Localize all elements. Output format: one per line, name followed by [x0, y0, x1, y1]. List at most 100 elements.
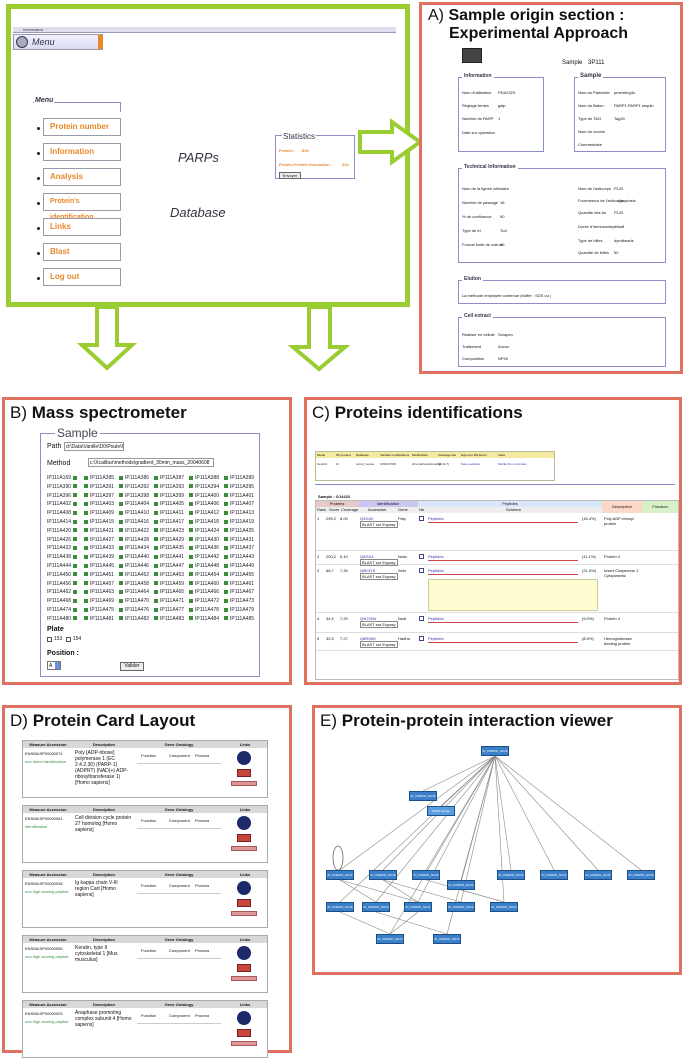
ms-file-entry[interactable]: IP111A429: [152, 537, 184, 543]
ms-file-entry[interactable]: IP111A471: [152, 598, 184, 604]
summary-cell[interactable]: Save peptides: [461, 462, 481, 466]
checkbox-checked-icon[interactable]: [189, 590, 193, 595]
ms-file-entry[interactable]: IP111A430: [187, 537, 219, 543]
expand-icon[interactable]: [419, 616, 424, 621]
checkbox-checked-icon[interactable]: [119, 554, 123, 559]
ms-file-entry[interactable]: IP111A421: [82, 528, 114, 534]
ms-file-entry[interactable]: IP111A450: [47, 572, 79, 578]
checkbox-checked-icon[interactable]: [224, 607, 228, 612]
string-link-icon[interactable]: [231, 911, 257, 916]
ppi-node[interactable]: SHCP kinase: [427, 806, 455, 816]
blast-button[interactable]: BLAST sur Expasy: [360, 559, 398, 566]
ms-file-entry[interactable]: IP111A480: [47, 616, 79, 622]
checkbox-checked-icon[interactable]: [189, 607, 193, 612]
ms-file-entry[interactable]: IP111A445: [82, 563, 114, 569]
ms-file-entry[interactable]: IP111A467: [222, 589, 254, 595]
ms-file-entry[interactable]: IP111A406: [187, 501, 219, 507]
checkbox-checked-icon[interactable]: [189, 616, 193, 621]
checkbox-checked-icon[interactable]: [84, 484, 88, 489]
menu-item-analysis[interactable]: Analysis: [43, 168, 121, 186]
checkbox-checked-icon[interactable]: [154, 581, 158, 586]
checkbox-checked-icon[interactable]: [119, 519, 123, 524]
checkbox-checked-icon[interactable]: [224, 554, 228, 559]
ms-file-entry[interactable]: IP111A397: [82, 493, 114, 499]
checkbox-checked-icon[interactable]: [73, 581, 78, 586]
checkbox-checked-icon[interactable]: [224, 537, 228, 542]
ms-file-entry[interactable]: IP111A435: [152, 545, 184, 551]
checkbox-checked-icon[interactable]: [224, 519, 228, 524]
ms-file-entry[interactable]: IP111A388: [187, 475, 219, 481]
checkbox-checked-icon[interactable]: [224, 510, 228, 515]
checkbox-checked-icon[interactable]: [224, 563, 228, 568]
ms-file-entry[interactable]: IP111A455: [222, 572, 254, 578]
ms-file-entry[interactable]: IP111A474: [47, 607, 79, 613]
ms-file-entry[interactable]: IP111A464: [117, 589, 149, 595]
checkbox-checked-icon[interactable]: [224, 528, 228, 533]
ms-file-entry[interactable]: IP111A424: [187, 528, 219, 534]
ms-file-entry[interactable]: IP111A411: [152, 510, 184, 516]
ppi-node[interactable]: ID_UNIRPA_GDJ8: [369, 870, 397, 880]
ms-file-entry[interactable]: IP111A387: [152, 475, 184, 481]
ms-file-entry[interactable]: IP111A436: [187, 545, 219, 551]
ms-file-entry[interactable]: IP111A476: [117, 607, 149, 613]
checkbox-checked-icon[interactable]: [154, 475, 158, 480]
checkbox-checked-icon[interactable]: [119, 528, 123, 533]
blast-button[interactable]: BLAST sur Expasy: [360, 521, 398, 528]
result-acc[interactable]: Q8JUI4: [360, 554, 374, 559]
ms-file-entry[interactable]: IP111A386: [117, 475, 149, 481]
peptides-toggle[interactable]: Peptides: [428, 568, 444, 573]
checkbox-checked-icon[interactable]: [189, 563, 193, 568]
ms-file-entry[interactable]: IP111A407: [222, 501, 254, 507]
ppi-node[interactable]: ID_UNIRPA_GDJ6: [627, 870, 655, 880]
ms-file-entry[interactable]: IP111A425: [222, 528, 254, 534]
ms-file-entry[interactable]: IP111A475: [82, 607, 114, 613]
plate-checkbox-153[interactable]: [47, 637, 52, 642]
ms-file-entry[interactable]: IP111A485: [222, 616, 254, 622]
position-select[interactable]: A: [47, 661, 61, 670]
ms-file-entry[interactable]: IP111A470: [117, 598, 149, 604]
checkbox-checked-icon[interactable]: [119, 510, 123, 515]
ms-file-entry[interactable]: IP111A453: [152, 572, 184, 578]
ms-file-entry[interactable]: IP111A400: [187, 493, 219, 499]
checkbox-checked-icon[interactable]: [119, 581, 123, 586]
peptides-toggle[interactable]: Peptides: [428, 636, 444, 641]
menu-item-information[interactable]: Information: [43, 143, 121, 161]
ms-file-entry[interactable]: IP111A466: [187, 589, 219, 595]
checkbox-checked-icon[interactable]: [73, 563, 78, 568]
checkbox-checked-icon[interactable]: [119, 607, 123, 612]
ms-file-entry[interactable]: IP111A451: [82, 572, 114, 578]
ms-file-entry[interactable]: IP111A426: [47, 537, 79, 543]
ms-file-entry[interactable]: IP111A391: [82, 484, 114, 490]
ms-file-entry[interactable]: IP111A432: [47, 545, 79, 551]
checkbox-checked-icon[interactable]: [154, 590, 158, 595]
checkbox-checked-icon[interactable]: [84, 616, 88, 621]
checkbox-checked-icon[interactable]: [189, 493, 193, 498]
checkbox-checked-icon[interactable]: [119, 537, 123, 542]
menu-item-blast[interactable]: Blast: [43, 243, 121, 261]
ms-file-entry[interactable]: IP111A441: [152, 554, 184, 560]
ms-file-entry[interactable]: IP111A472: [187, 598, 219, 604]
checkbox-checked-icon[interactable]: [84, 510, 88, 515]
database-link-icon[interactable]: [237, 899, 251, 907]
checkbox-checked-icon[interactable]: [73, 528, 78, 533]
checkbox-checked-icon[interactable]: [119, 598, 123, 603]
ms-file-entry[interactable]: IP111A414: [47, 519, 79, 525]
result-acc[interactable]: Q9JI40: [360, 516, 373, 521]
checkbox-checked-icon[interactable]: [84, 502, 88, 507]
ms-file-entry[interactable]: IP111A484: [187, 616, 219, 622]
menu-item-log-out[interactable]: Log out: [43, 268, 121, 286]
ms-file-entry[interactable]: IP111A394: [187, 484, 219, 490]
checkbox-checked-icon[interactable]: [224, 484, 228, 489]
checkbox-checked-icon[interactable]: [154, 502, 158, 507]
checkbox-checked-icon[interactable]: [154, 598, 158, 603]
path-input[interactable]: d:\Data\Vanille\D0\Poule\f: [64, 442, 124, 451]
checkbox-checked-icon[interactable]: [73, 475, 78, 480]
ms-file-entry[interactable]: IP111A483: [152, 616, 184, 622]
paw-link-icon[interactable]: [237, 946, 251, 960]
ms-file-entry[interactable]: IP111A449: [222, 563, 254, 569]
checkbox-checked-icon[interactable]: [189, 581, 193, 586]
ppi-node[interactable]: ID_UNIRPA_GD14: [376, 934, 404, 944]
checkbox-checked-icon[interactable]: [189, 537, 193, 542]
ms-file-entry[interactable]: IP111A442: [187, 554, 219, 560]
stats-submit-button[interactable]: Envoyer: [279, 172, 301, 179]
